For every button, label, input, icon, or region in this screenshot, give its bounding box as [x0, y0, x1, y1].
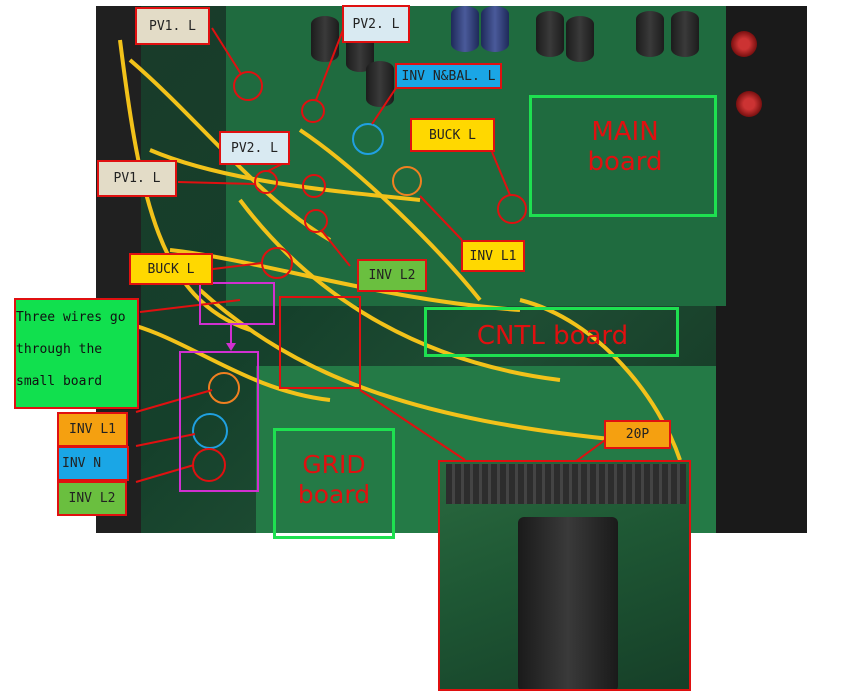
- label-inv-l2-left: INV L2: [57, 481, 127, 516]
- connector-inset-photo: [438, 460, 691, 691]
- grid-board-label: GRID board: [297, 450, 371, 509]
- label-pv1-top: PV1. L: [135, 7, 210, 45]
- red-terminal: [731, 31, 757, 57]
- small-board-box: [179, 351, 259, 492]
- capacitor: [536, 11, 564, 57]
- callout-circle: [233, 71, 263, 101]
- capacitor: [671, 11, 699, 57]
- cntl-board-label: CNTL board: [476, 321, 629, 351]
- label-inv-l2-mid: INV L2: [357, 259, 427, 292]
- three-wires-note: Three wires go through the small board: [14, 298, 139, 409]
- callout-circle: [208, 372, 240, 404]
- callout-circle: [392, 166, 422, 196]
- ribbon-cable: [518, 517, 618, 689]
- callout-circle: [254, 170, 278, 194]
- cntl-connector-box: [279, 296, 361, 389]
- chassis-right: [716, 6, 807, 533]
- ribbon-connector: [446, 464, 686, 504]
- callout-circle: [352, 123, 384, 155]
- label-inv-n-bal: INV N&BAL. L: [395, 63, 502, 89]
- red-terminal: [736, 91, 762, 117]
- leader-lines: [135, 27, 606, 483]
- callout-circle: [304, 209, 328, 233]
- label-pv2-top: PV2. L: [342, 5, 410, 43]
- label-inv-l1-left: INV L1: [57, 412, 128, 447]
- wire-pass-box: [199, 282, 275, 325]
- grid-board-box: [273, 428, 395, 539]
- callout-circle: [302, 174, 326, 198]
- main-board-box: [529, 95, 717, 217]
- callout-circle: [192, 413, 228, 449]
- label-buck-top: BUCK L: [410, 118, 495, 152]
- label-pv1-mid: PV1. L: [97, 160, 177, 197]
- callout-circle: [497, 194, 527, 224]
- label-buck-left: BUCK L: [129, 253, 213, 285]
- label-inv-l1-mid: INV L1: [461, 240, 525, 272]
- callout-circle: [261, 247, 293, 279]
- capacitor: [636, 11, 664, 57]
- capacitor: [566, 16, 594, 62]
- main-board-label: MAIN board: [587, 117, 663, 177]
- capacitor: [451, 6, 479, 52]
- label-inv-n-left: INV N: [57, 446, 129, 481]
- callout-circle: [301, 99, 325, 123]
- magenta-arrowhead: [226, 343, 236, 351]
- label-pv2-mid: PV2. L: [219, 131, 290, 165]
- capacitor: [481, 6, 509, 52]
- label-20p: 20P: [604, 420, 671, 449]
- cntl-board-box: [424, 307, 679, 357]
